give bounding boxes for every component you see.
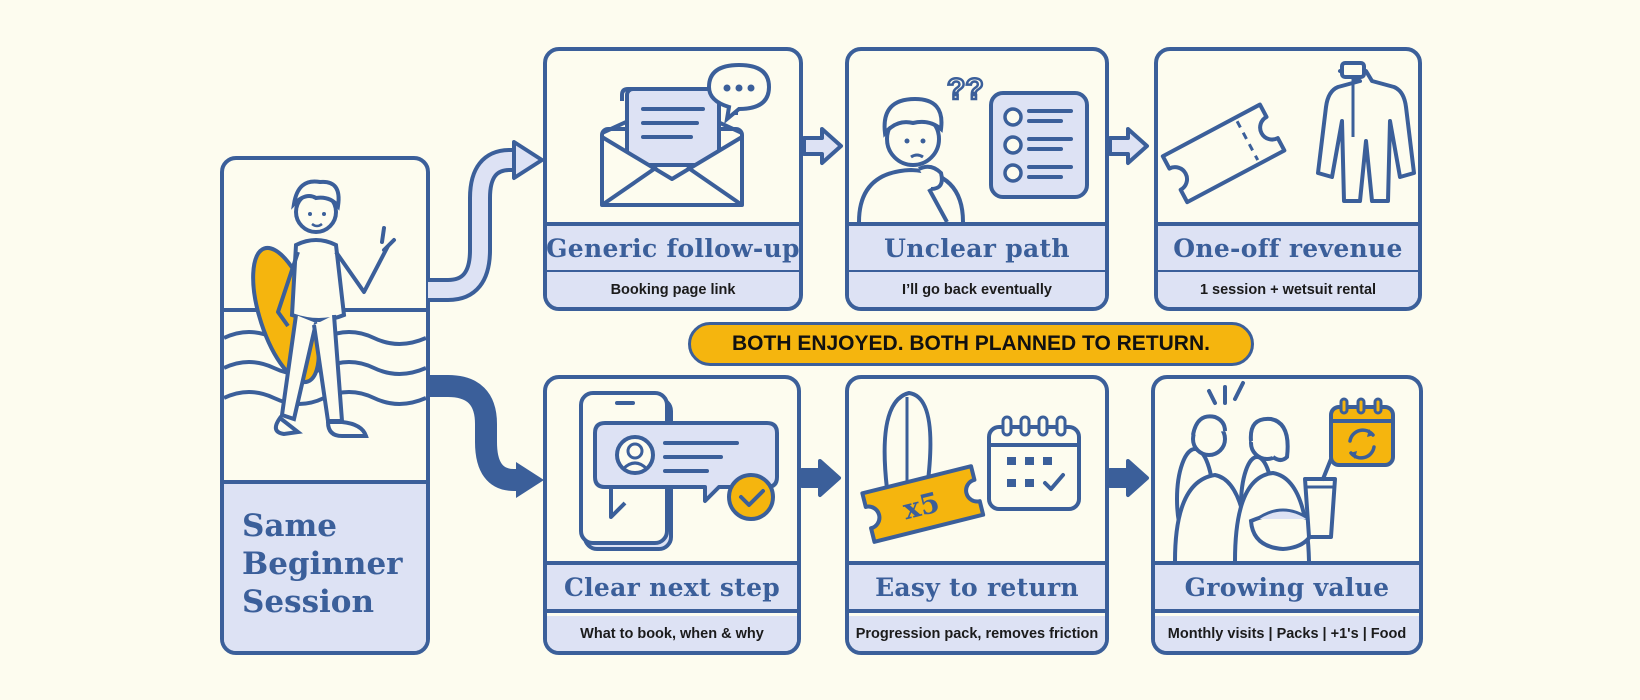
card-title: One-off revenue	[1158, 222, 1418, 274]
ticket-wetsuit-icon	[1160, 61, 1416, 205]
card-caption: What to book, when & why	[547, 616, 797, 651]
branch-arrow-bottom	[428, 375, 544, 498]
card-title: Easy to return	[849, 561, 1105, 613]
card-clear-next-step: Clear next step What to book, when & why	[543, 375, 801, 655]
card-one-off-revenue: One-off revenue 1 session + wetsuit rent…	[1154, 47, 1422, 311]
card-title: Clear next step	[547, 561, 797, 613]
start-title-line: Session	[242, 584, 375, 620]
flow-arrow-bottom-1	[800, 459, 841, 497]
surfer-icon	[224, 179, 426, 438]
card-caption: Monthly visits | Packs | +1's | Food	[1155, 616, 1419, 651]
flow-arrow-bottom-2	[1108, 459, 1149, 497]
start-card: Same Beginner Session	[220, 156, 430, 655]
card-growing-value: Growing value Monthly visits | Packs | +…	[1151, 375, 1423, 655]
start-title-line: Same	[242, 508, 337, 544]
card-caption: I’ll go back eventually	[849, 272, 1105, 307]
pack-calendar-icon: x5	[860, 390, 1081, 544]
card-title: Generic follow-up	[547, 222, 799, 274]
card-caption: Booking page link	[547, 272, 799, 307]
card-title: Growing value	[1155, 561, 1419, 613]
flow-arrow-top-1	[802, 127, 843, 165]
start-title-line: Beginner	[242, 546, 403, 582]
envelope-icon	[600, 62, 772, 207]
card-title: Unclear path	[849, 222, 1105, 274]
card-caption: 1 session + wetsuit rental	[1158, 272, 1418, 307]
card-easy-to-return: x5 Easy to return Progression pack, remo…	[845, 375, 1109, 655]
card-caption: Progression pack, removes friction	[849, 616, 1105, 651]
start-title-panel: Same Beginner Session	[224, 480, 426, 651]
phone-message-icon	[579, 391, 779, 551]
svg-text:??: ??	[947, 73, 984, 106]
surfers-food-icon	[1173, 381, 1395, 561]
flow-arrow-top-2	[1108, 127, 1149, 165]
banner: BOTH ENJOYED. BOTH PLANNED TO RETURN.	[688, 322, 1254, 366]
card-generic-follow-up: Generic follow-up Booking page link	[543, 47, 803, 311]
card-unclear-path: ?? Unclear path I’ll go back eventually	[845, 47, 1109, 311]
confused-person-icon: ??	[857, 72, 1089, 222]
branch-arrow-top	[428, 140, 544, 302]
